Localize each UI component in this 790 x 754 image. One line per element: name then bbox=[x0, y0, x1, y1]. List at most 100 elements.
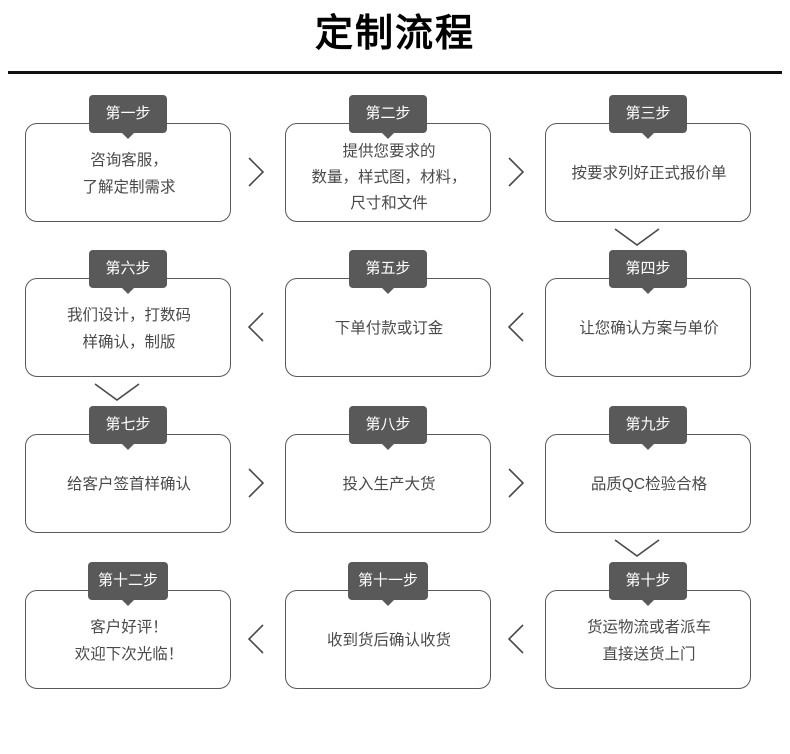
step-text-line: 数量，样式图，材料， bbox=[311, 169, 467, 186]
step-text-line: 下单付款或订金 bbox=[334, 320, 444, 337]
connector-chevron-left bbox=[243, 622, 269, 656]
step-text: 提供您要求的 数量，样式图，材料， 尺寸和文件 bbox=[286, 124, 492, 223]
step-text: 品质QC检验合格 bbox=[546, 435, 752, 534]
step-text: 我们设计，打数码 样确认，制版 bbox=[26, 279, 232, 378]
connector-chevron-down bbox=[611, 536, 663, 560]
flow-step-cell[interactable]: 让您确认方案与单价 第四步 bbox=[533, 249, 763, 404]
flow-row-1: 咨询客服， 了解定制需求 第一步 提供您要求的 数量，样式图，材料， 尺寸和文件 bbox=[0, 94, 790, 249]
connector-chevron-left bbox=[503, 622, 529, 656]
step-text-line: 按要求列好正式报价单 bbox=[571, 165, 727, 182]
badge-notch-icon bbox=[642, 600, 654, 606]
step-badge-label: 第十步 bbox=[625, 572, 671, 589]
step-badge: 第二步 bbox=[349, 95, 427, 139]
flow-step-cell[interactable]: 投入生产大货 第八步 bbox=[273, 405, 503, 560]
step-badge-label: 第五步 bbox=[365, 260, 411, 277]
step-text-line: 我们设计，打数码 bbox=[66, 306, 191, 324]
connector-chevron-left bbox=[243, 310, 269, 344]
badge-notch-icon bbox=[642, 444, 654, 450]
flow-step-cell[interactable]: 我们设计，打数码 样确认，制版 第六步 bbox=[13, 249, 243, 404]
connector-chevron-left bbox=[503, 310, 529, 344]
step-text-line: 货运物流或者派车 bbox=[586, 618, 711, 636]
flow-row-4: 客户好评！ 欢迎下次光临！ 第十二步 收到货后确认收货 第十一步 bbox=[0, 561, 790, 716]
step-text-line: 投入生产大货 bbox=[342, 476, 436, 493]
page-header: 定制流程 bbox=[0, 0, 790, 78]
connector-chevron-right bbox=[503, 155, 529, 189]
step-badge-label: 第二步 bbox=[365, 105, 411, 122]
step-text-line: 样确认，制版 bbox=[82, 333, 176, 351]
badge-notch-icon bbox=[382, 133, 394, 139]
flow-step-cell[interactable]: 品质QC检验合格 第九步 bbox=[533, 405, 763, 560]
step-text: 给客户签首样确认 bbox=[26, 435, 232, 534]
connector-chevron-right bbox=[503, 466, 529, 500]
step-text: 投入生产大货 bbox=[286, 435, 492, 534]
step-box[interactable]: 收到货后确认收货 bbox=[285, 590, 491, 689]
step-box[interactable]: 下单付款或订金 bbox=[285, 278, 491, 377]
step-badge-label: 第四步 bbox=[625, 260, 671, 277]
step-badge: 第六步 bbox=[89, 250, 167, 294]
badge-notch-icon bbox=[122, 133, 134, 139]
step-text: 让您确认方案与单价 bbox=[546, 279, 752, 378]
connector-chevron-right bbox=[243, 155, 269, 189]
step-badge: 第七步 bbox=[89, 406, 167, 450]
step-badge: 第三步 bbox=[609, 95, 687, 139]
flow-row-3: 给客户签首样确认 第七步 投入生产大货 第八步 bbox=[0, 405, 790, 560]
step-badge-label: 第一步 bbox=[105, 105, 151, 122]
step-box[interactable]: 让您确认方案与单价 bbox=[545, 278, 751, 377]
step-badge: 第五步 bbox=[349, 250, 427, 294]
step-box[interactable]: 按要求列好正式报价单 bbox=[545, 123, 751, 222]
step-text-line: 咨询客服， bbox=[90, 151, 168, 169]
step-text: 收到货后确认收货 bbox=[286, 591, 492, 690]
step-badge: 第十二步 bbox=[87, 562, 169, 606]
badge-notch-icon bbox=[382, 444, 394, 450]
step-box[interactable]: 提供您要求的 数量，样式图，材料， 尺寸和文件 bbox=[285, 123, 491, 222]
step-text: 按要求列好正式报价单 bbox=[546, 124, 752, 223]
badge-notch-icon bbox=[122, 288, 134, 294]
flow-step-cell[interactable]: 收到货后确认收货 第十一步 bbox=[273, 561, 503, 716]
step-text: 客户好评！ 欢迎下次光临！ bbox=[26, 591, 232, 690]
step-text-line: 客户好评！ bbox=[90, 618, 168, 636]
flow-step-cell[interactable]: 客户好评！ 欢迎下次光临！ 第十二步 bbox=[13, 561, 243, 716]
badge-notch-icon bbox=[642, 288, 654, 294]
step-text-line: 尺寸和文件 bbox=[350, 195, 428, 212]
step-text: 下单付款或订金 bbox=[286, 279, 492, 378]
step-badge: 第一步 bbox=[89, 95, 167, 139]
step-badge: 第八步 bbox=[349, 406, 427, 450]
step-badge-label: 第八步 bbox=[365, 416, 411, 433]
step-box[interactable]: 我们设计，打数码 样确认，制版 bbox=[25, 278, 231, 377]
badge-notch-icon bbox=[381, 600, 394, 606]
step-box[interactable]: 给客户签首样确认 bbox=[25, 434, 231, 533]
connector-chevron-right bbox=[243, 466, 269, 500]
step-text: 咨询客服， 了解定制需求 bbox=[26, 124, 232, 223]
step-text-line: 直接送货上门 bbox=[602, 645, 696, 663]
flow-step-cell[interactable]: 咨询客服， 了解定制需求 第一步 bbox=[13, 94, 243, 249]
step-box[interactable]: 客户好评！ 欢迎下次光临！ bbox=[25, 590, 231, 689]
step-badge-label: 第十二步 bbox=[97, 572, 159, 589]
step-badge-label: 第十一步 bbox=[357, 572, 419, 589]
flow-step-cell[interactable]: 下单付款或订金 第五步 bbox=[273, 249, 503, 404]
badge-notch-icon bbox=[122, 444, 134, 450]
step-box[interactable]: 品质QC检验合格 bbox=[545, 434, 751, 533]
title-divider bbox=[8, 71, 782, 74]
flow-step-cell[interactable]: 给客户签首样确认 第七步 bbox=[13, 405, 243, 560]
step-text-line: 给客户签首样确认 bbox=[66, 476, 191, 493]
step-box[interactable]: 投入生产大货 bbox=[285, 434, 491, 533]
flow-row-2: 我们设计，打数码 样确认，制版 第六步 下单付款或订金 第五步 bbox=[0, 249, 790, 404]
process-flow-diagram: 咨询客服， 了解定制需求 第一步 提供您要求的 数量，样式图，材料， 尺寸和文件 bbox=[0, 78, 790, 754]
step-text: 货运物流或者派车 直接送货上门 bbox=[546, 591, 752, 690]
step-box[interactable]: 货运物流或者派车 直接送货上门 bbox=[545, 590, 751, 689]
flow-step-cell[interactable]: 货运物流或者派车 直接送货上门 第十步 bbox=[533, 561, 763, 716]
step-box[interactable]: 咨询客服， 了解定制需求 bbox=[25, 123, 231, 222]
step-text-line: 了解定制需求 bbox=[82, 178, 176, 196]
step-text-line: 品质QC检验合格 bbox=[590, 476, 708, 493]
page-title: 定制流程 bbox=[314, 13, 475, 55]
step-text-line: 收到货后确认收货 bbox=[326, 632, 451, 649]
flow-step-cell[interactable]: 提供您要求的 数量，样式图，材料， 尺寸和文件 第二步 bbox=[273, 94, 503, 249]
step-text-line: 让您确认方案与单价 bbox=[579, 320, 719, 337]
connector-chevron-down bbox=[611, 225, 663, 249]
step-badge-label: 第三步 bbox=[625, 105, 671, 122]
step-badge: 第十一步 bbox=[347, 562, 429, 606]
step-text-line: 提供您要求的 bbox=[342, 143, 436, 160]
step-badge: 第四步 bbox=[609, 250, 687, 294]
step-badge-label: 第六步 bbox=[105, 260, 151, 277]
flow-step-cell[interactable]: 按要求列好正式报价单 第三步 bbox=[533, 94, 763, 249]
